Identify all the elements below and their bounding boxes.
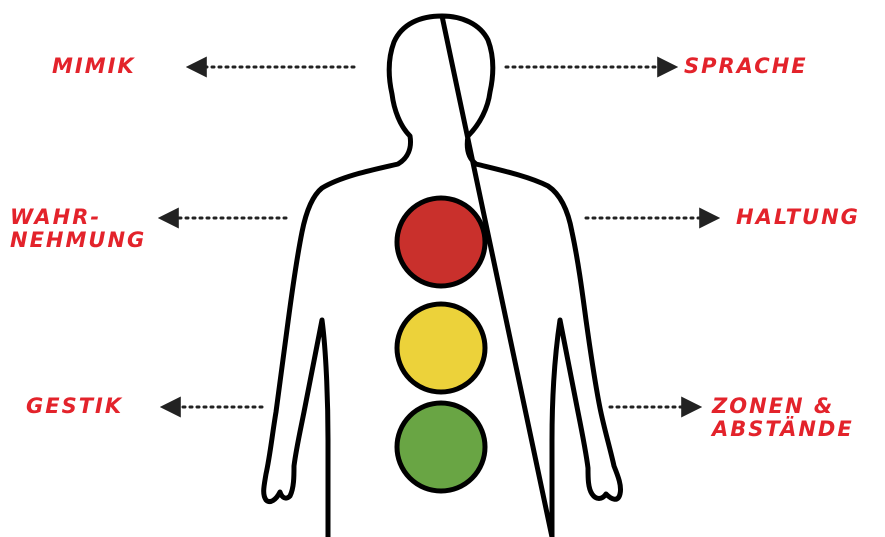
green-light-icon <box>397 403 485 491</box>
label-mimik-text: Mimik <box>52 54 136 78</box>
label-sprache: Sprache <box>684 55 808 78</box>
label-haltung: Haltung <box>736 206 860 229</box>
label-zonen-abstaende: Zonen & Abstände <box>712 395 854 441</box>
yellow-light-icon <box>397 304 485 392</box>
label-zonen-line1: Zonen & <box>712 395 854 418</box>
label-gestik: Gestik <box>26 395 123 418</box>
label-sprache-text: Sprache <box>684 54 808 78</box>
label-gestik-text: Gestik <box>26 394 123 418</box>
label-wahrnehmung-line2: nehmung <box>10 229 146 252</box>
red-light-icon <box>397 198 485 286</box>
label-haltung-text: Haltung <box>736 205 860 229</box>
label-mimik: Mimik <box>52 55 136 78</box>
label-zonen-line2: Abstände <box>712 418 854 441</box>
label-wahrnehmung: Wahr- nehmung <box>10 206 146 252</box>
label-wahrnehmung-line1: Wahr- <box>10 206 146 229</box>
